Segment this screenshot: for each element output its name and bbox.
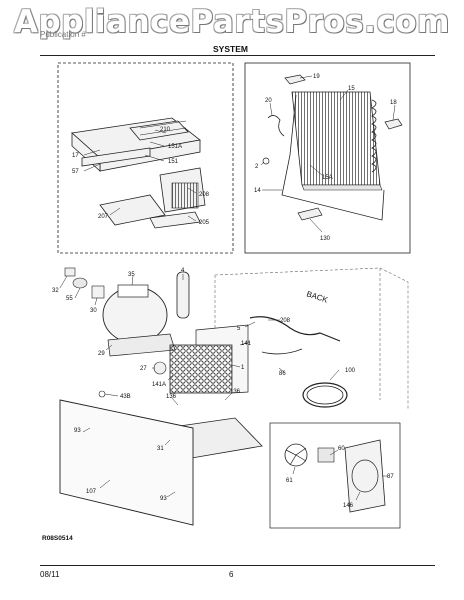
callout-29: 29 <box>98 351 105 357</box>
lower-compressor-assembly: BACK <box>42 267 409 542</box>
callout-60: 60 <box>338 446 345 452</box>
watermark: AppliancePartsPros.com <box>14 4 450 40</box>
publication-subheading: Publication # <box>40 30 86 39</box>
callout-208: 208 <box>199 192 210 198</box>
callout-43b: 43B <box>120 394 131 400</box>
callout-30: 30 <box>90 308 97 314</box>
callout-141a: 141A <box>152 382 166 388</box>
footer-page-number: 6 <box>229 570 234 579</box>
panel-condenser: 19 15 18 20 2 15A 14 130 <box>244 62 411 254</box>
callout-130: 130 <box>320 236 331 242</box>
callout-19: 19 <box>313 74 320 80</box>
callout-93-bottom: 93 <box>160 496 167 502</box>
callout-146: 146 <box>343 503 354 509</box>
callout-55: 55 <box>66 296 73 302</box>
callout-2: 2 <box>255 164 259 170</box>
callout-93-top: 93 <box>74 428 81 434</box>
callout-207: 207 <box>98 214 109 220</box>
callout-136-right: 136 <box>230 389 241 395</box>
callout-141: 141 <box>241 341 252 347</box>
header-rule <box>40 55 435 56</box>
callout-107: 107 <box>86 489 97 495</box>
callout-61: 61 <box>286 478 293 484</box>
back-label: BACK <box>305 289 329 304</box>
callout-31: 31 <box>157 446 164 452</box>
callout-57: 57 <box>72 169 79 175</box>
callout-151: 151 <box>168 159 179 165</box>
callout-15: 15 <box>348 86 355 92</box>
callout-136-left: 136 <box>166 394 177 400</box>
callout-87: 87 <box>387 474 394 480</box>
section-title: SYSTEM <box>213 44 248 54</box>
callout-86: 86 <box>279 371 286 377</box>
footer-rule <box>40 565 435 566</box>
panel-evaporator-housing: 210 151A 17 151 57 208 207 205 <box>57 62 234 254</box>
callout-5: 5 <box>237 326 241 332</box>
callout-4: 4 <box>181 268 185 274</box>
footer-date: 08/11 <box>40 570 60 579</box>
callout-205: 205 <box>199 220 210 226</box>
callout-14: 14 <box>254 188 261 194</box>
callout-210: 210 <box>160 127 171 133</box>
callout-208-lower: 208 <box>280 318 291 324</box>
callout-100: 100 <box>345 368 356 374</box>
callout-15a: 15A <box>322 175 333 181</box>
callout-35: 35 <box>128 272 135 278</box>
drawing-id: R08S0514 <box>42 535 73 542</box>
callout-18: 18 <box>390 100 397 106</box>
callout-151a: 151A <box>168 144 182 150</box>
callout-32: 32 <box>52 288 59 294</box>
callout-27: 27 <box>140 366 147 372</box>
callout-1: 1 <box>241 365 245 371</box>
callout-20: 20 <box>265 98 272 104</box>
callout-17: 17 <box>72 153 79 159</box>
